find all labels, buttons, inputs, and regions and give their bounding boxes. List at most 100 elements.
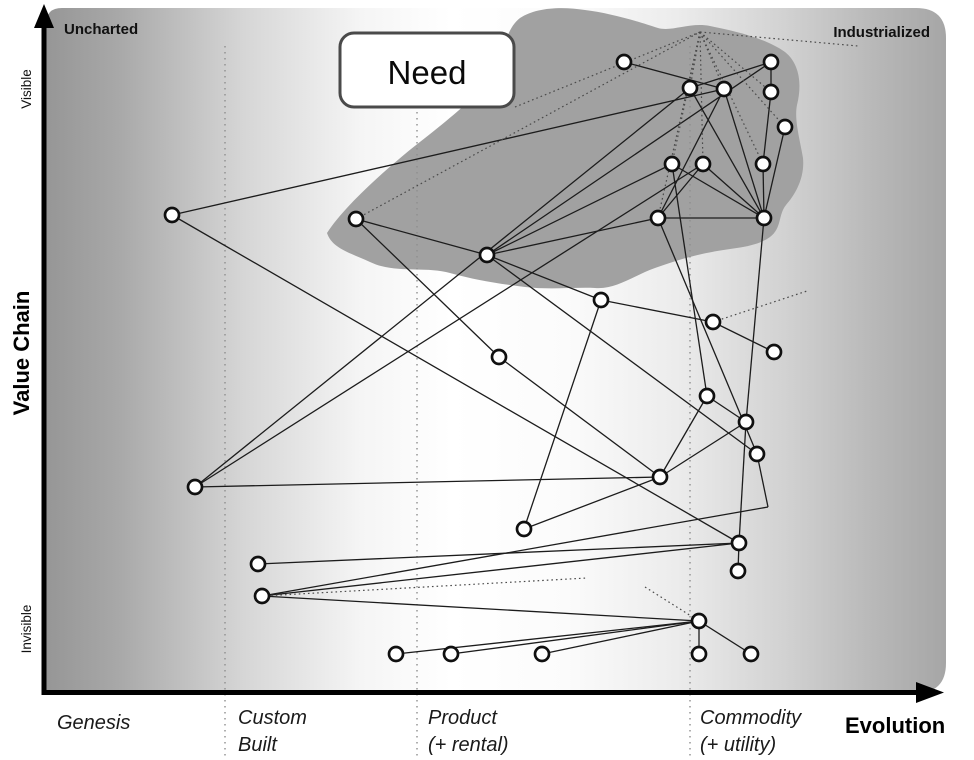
need-box[interactable]: Need [338,31,516,109]
map-link [671,163,765,219]
map-link [194,476,661,488]
map-link [486,163,673,256]
map-node-15[interactable] [704,313,722,331]
map-link [689,61,772,89]
map-node-28[interactable] [690,612,708,630]
map-link [659,421,747,478]
map-node-16[interactable] [765,343,783,361]
stage-product-line2: (+ rental) [428,734,509,756]
map-link [623,61,725,90]
map-node-31[interactable] [533,645,551,663]
map-link [600,299,714,323]
visible-label: Visible [19,69,34,109]
stage-dividers [224,46,691,757]
map-node-2[interactable] [478,246,496,264]
map-link-dotted [644,586,700,622]
map-link [257,542,740,565]
map-link [194,163,704,488]
map-node-22[interactable] [186,478,204,496]
map-link [689,87,765,219]
map-node-10[interactable] [694,155,712,173]
map-link [194,87,691,488]
stage-commodity-line1: Commodity [700,707,802,729]
map-link [171,88,725,216]
invisible-label: Invisible [19,605,34,654]
map-link-dotted [699,31,859,47]
map-link [671,163,708,397]
map-node-11[interactable] [754,155,772,173]
map-node-1[interactable] [347,210,365,228]
map-node-3[interactable] [615,53,633,71]
map-link [261,506,769,597]
map-link [723,88,765,219]
stage-custom-line1: Custom [238,707,307,729]
map-link [738,421,747,544]
map-link [486,217,659,256]
stage-custom-line2: Built [238,734,278,756]
map-link [450,620,700,655]
map-link [486,254,602,301]
map-node-21[interactable] [651,468,669,486]
map-node-23[interactable] [515,520,533,538]
y-axis-arrow-icon [34,4,54,28]
map-link [762,163,765,219]
edges-layer [171,31,859,655]
map-link-dotted [355,31,701,220]
map-node-5[interactable] [715,80,733,98]
need-label: Need [388,54,467,91]
map-node-0[interactable] [163,206,181,224]
map-node-26[interactable] [249,555,267,573]
industrialized-label: Industrialized [833,24,930,41]
map-link [702,163,765,219]
map-link [523,299,602,530]
map-link [498,356,661,478]
map-link [657,217,758,455]
axes [34,4,944,703]
stage-commodity-line2: (+ utility) [700,734,776,756]
map-link [261,595,700,622]
nodes-layer [163,53,794,663]
map-node-14[interactable] [592,291,610,309]
map-node-25[interactable] [729,562,747,580]
map-node-30[interactable] [442,645,460,663]
map-link [762,91,772,165]
x-axis-arrow-icon [916,682,944,703]
map-node-27[interactable] [253,587,271,605]
map-link [355,218,488,256]
map-link [659,395,708,478]
map-node-7[interactable] [762,83,780,101]
map-node-6[interactable] [762,53,780,71]
value-chain-label: Value Chain [9,291,34,416]
stage-genesis: Genesis [57,712,130,734]
map-link [261,542,740,597]
map-link [756,453,769,508]
map-node-13[interactable] [755,209,773,227]
map-link [763,126,786,219]
map-node-29[interactable] [387,645,405,663]
stage-labels: Genesis Custom Built Product (+ rental) … [57,707,802,756]
map-link-dotted [514,31,701,108]
uncharted-label: Uncharted [64,21,138,38]
map-link-dotted [699,31,786,128]
map-node-19[interactable] [737,413,755,431]
map-node-20[interactable] [748,445,766,463]
map-link [698,620,752,655]
map-link [523,476,661,530]
map-node-17[interactable] [490,348,508,366]
map-link [541,620,700,655]
map-node-18[interactable] [698,387,716,405]
map-node-12[interactable] [649,209,667,227]
stage-product-line1: Product [428,707,498,729]
map-node-32[interactable] [690,645,708,663]
map-link [657,163,704,219]
map-node-8[interactable] [776,118,794,136]
map-node-9[interactable] [663,155,681,173]
map-link [486,254,758,455]
map-link [171,214,740,544]
map-link-dotted [699,31,764,165]
map-node-4[interactable] [681,79,699,97]
map-link-dotted [699,31,772,93]
map-node-33[interactable] [742,645,760,663]
map-node-24[interactable] [730,534,748,552]
